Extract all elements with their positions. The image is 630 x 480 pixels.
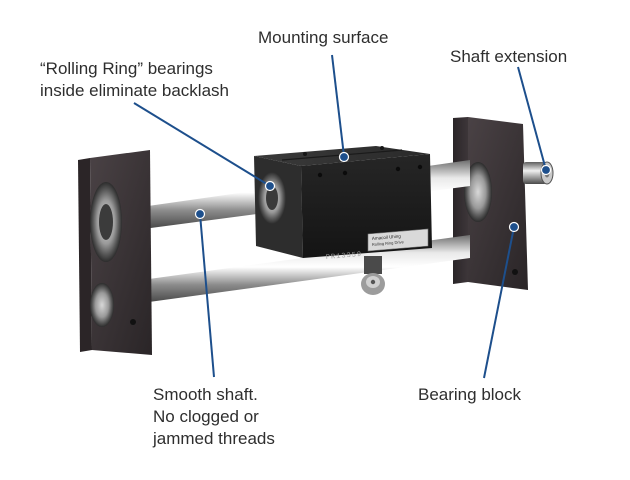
- label-shaft-extension-line: Shaft extension: [450, 47, 568, 66]
- label-shaft-extension: Shaft extension: [450, 46, 567, 68]
- label-smooth-shaft-line-3: jammed threads: [153, 429, 275, 448]
- dot-mounting-surface: [338, 151, 350, 163]
- label-smooth-shaft-line-1: Smooth shaft.: [153, 385, 258, 404]
- leader-shaft-extension: [517, 66, 547, 171]
- dot-smooth-shaft: [194, 208, 206, 220]
- lower-rod: [120, 235, 470, 306]
- left-bearing-block: [78, 150, 152, 355]
- callout-dots: [194, 151, 552, 233]
- leader-smooth-shaft: [199, 213, 215, 378]
- serial-number: PR13359: [326, 251, 363, 262]
- leader-rolling-ring: [133, 102, 271, 187]
- label-bearing-block: Bearing block: [418, 384, 521, 406]
- label-mounting-surface: Mounting surface: [258, 27, 388, 49]
- nameplate-line-2: Rolling Ring Drive: [372, 239, 405, 247]
- leader-mounting-surface: [331, 54, 345, 157]
- dot-rolling-ring: [264, 180, 276, 192]
- dot-shaft-extension: [540, 164, 552, 176]
- label-rolling-ring-line-2: inside eliminate backlash: [40, 81, 229, 100]
- label-rolling-ring-bearings: “Rolling Ring” bearings inside eliminate…: [40, 58, 229, 102]
- label-smooth-shaft: Smooth shaft. No clogged or jammed threa…: [153, 384, 275, 450]
- label-bearing-block-line: Bearing block: [418, 385, 522, 404]
- nameplate-line-1: Amacoil Uhing: [372, 233, 402, 241]
- label-rolling-ring-line-1: “Rolling Ring” bearings: [40, 59, 213, 78]
- right-bearing-block: [453, 117, 528, 290]
- label-smooth-shaft-line-2: No clogged or: [153, 407, 259, 426]
- nameplate: Amacoil Uhing Rolling Ring Drive: [367, 228, 429, 252]
- leader-bearing-block: [483, 226, 515, 379]
- dot-bearing-block: [508, 221, 520, 233]
- label-mounting-surface-line: Mounting surface: [258, 28, 389, 47]
- roller-knob: [361, 256, 385, 295]
- carriage-block: Amacoil Uhing Rolling Ring Drive PR13359: [254, 146, 432, 295]
- callout-lines: [133, 54, 547, 379]
